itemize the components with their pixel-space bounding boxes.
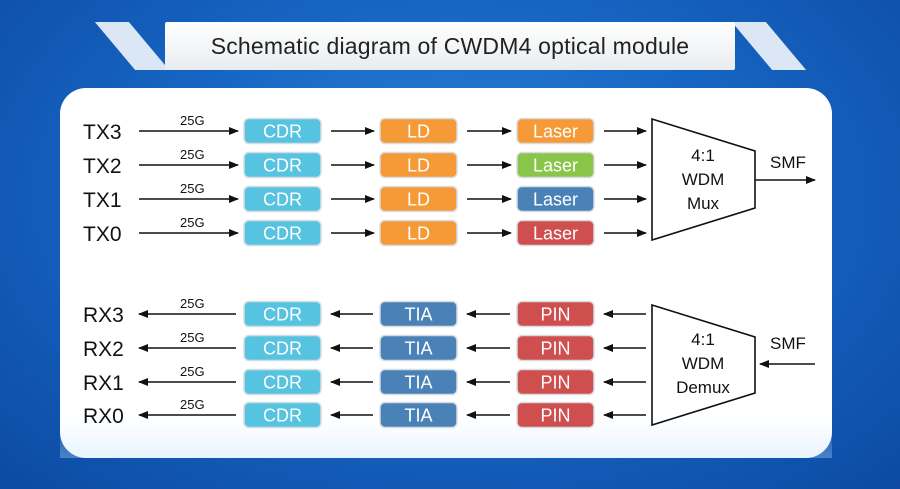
tx-laser-box-1 xyxy=(516,151,595,179)
rx-tia-box-2-label: TIA xyxy=(404,373,432,393)
rx-tia-box-3 xyxy=(379,401,458,429)
tx-ld-box-3-label: LD xyxy=(407,224,430,244)
rx-tia-box-2 xyxy=(379,368,458,396)
tx-laser-box-0-label: Laser xyxy=(533,122,578,142)
rx-cdr-box-2 xyxy=(243,368,322,396)
rx-pin-box-1 xyxy=(516,334,595,362)
tx-rate-0: 25G xyxy=(180,113,205,128)
tx-ld-box-2-label: LD xyxy=(407,190,430,210)
rx-tia-box-1-label: TIA xyxy=(404,339,432,359)
rx-cdr-box-3-label: CDR xyxy=(263,406,302,426)
tx-ld-box-0 xyxy=(379,117,458,145)
rx-tia-box-3-label: TIA xyxy=(404,406,432,426)
rx-pin-box-2-label: PIN xyxy=(540,373,570,393)
wdm-demux-line2: WDM xyxy=(682,354,724,373)
page-title: Schematic diagram of CWDM4 optical modul… xyxy=(165,22,735,70)
tx-laser-box-1-label: Laser xyxy=(533,156,578,176)
rx-cdr-box-1 xyxy=(243,334,322,362)
tx-laser-box-2-label: Laser xyxy=(533,190,578,210)
rx-smf-label: SMF xyxy=(770,334,806,353)
tx-label-3: TX0 xyxy=(83,223,122,246)
rx-tia-box-0 xyxy=(379,300,458,328)
rx-label-2: RX1 xyxy=(83,372,124,395)
rx-tia-box-0-label: TIA xyxy=(404,305,432,325)
tx-ld-box-1 xyxy=(379,151,458,179)
tx-laser-box-3 xyxy=(516,219,595,247)
rx-pin-box-3 xyxy=(516,401,595,429)
tx-ld-box-2 xyxy=(379,185,458,213)
rx-pin-box-2 xyxy=(516,368,595,396)
wdm-demux xyxy=(651,303,756,427)
tx-cdr-box-0 xyxy=(243,117,322,145)
wdm-mux-line1: 4:1 xyxy=(691,146,715,165)
rx-pin-box-1-label: PIN xyxy=(540,339,570,359)
tx-laser-box-2 xyxy=(516,185,595,213)
rx-cdr-box-0-label: CDR xyxy=(263,305,302,325)
wdm-demux-line1: 4:1 xyxy=(691,330,715,349)
rx-cdr-box-2-label: CDR xyxy=(263,373,302,393)
tx-cdr-box-1-label: CDR xyxy=(263,156,302,176)
tx-cdr-box-2-label: CDR xyxy=(263,190,302,210)
rx-label-1: RX2 xyxy=(83,338,124,361)
tx-rate-3: 25G xyxy=(180,215,205,230)
tx-label-1: TX2 xyxy=(83,155,122,178)
tx-ld-box-0-label: LD xyxy=(407,122,430,142)
tx-cdr-box-0-label: CDR xyxy=(263,122,302,142)
rx-pin-box-0-label: PIN xyxy=(540,305,570,325)
tx-cdr-box-1 xyxy=(243,151,322,179)
tx-label-0: TX3 xyxy=(83,121,122,144)
tx-cdr-box-3 xyxy=(243,219,322,247)
tx-rate-1: 25G xyxy=(180,147,205,162)
tx-label-2: TX1 xyxy=(83,189,122,212)
wdm-mux-line3: Mux xyxy=(687,194,720,213)
rx-rate-1: 25G xyxy=(180,330,205,345)
wdm-mux xyxy=(651,117,756,242)
tx-laser-box-3-label: Laser xyxy=(533,224,578,244)
rx-rate-3: 25G xyxy=(180,397,205,412)
rx-pin-box-3-label: PIN xyxy=(540,406,570,426)
rx-rate-0: 25G xyxy=(180,296,205,311)
tx-cdr-box-2 xyxy=(243,185,322,213)
rx-tia-box-1 xyxy=(379,334,458,362)
rx-label-3: RX0 xyxy=(83,405,124,428)
wdm-mux-line2: WDM xyxy=(682,170,724,189)
wdm-demux-line3: Demux xyxy=(676,378,730,397)
tx-ld-box-3 xyxy=(379,219,458,247)
tx-smf-label: SMF xyxy=(770,153,806,172)
rx-cdr-box-0 xyxy=(243,300,322,328)
rx-rate-2: 25G xyxy=(180,364,205,379)
rx-cdr-box-1-label: CDR xyxy=(263,339,302,359)
rx-label-0: RX3 xyxy=(83,304,124,327)
tx-cdr-box-3-label: CDR xyxy=(263,224,302,244)
tx-rate-2: 25G xyxy=(180,181,205,196)
tx-ld-box-1-label: LD xyxy=(407,156,430,176)
rx-cdr-box-3 xyxy=(243,401,322,429)
rx-pin-box-0 xyxy=(516,300,595,328)
tx-laser-box-0 xyxy=(516,117,595,145)
